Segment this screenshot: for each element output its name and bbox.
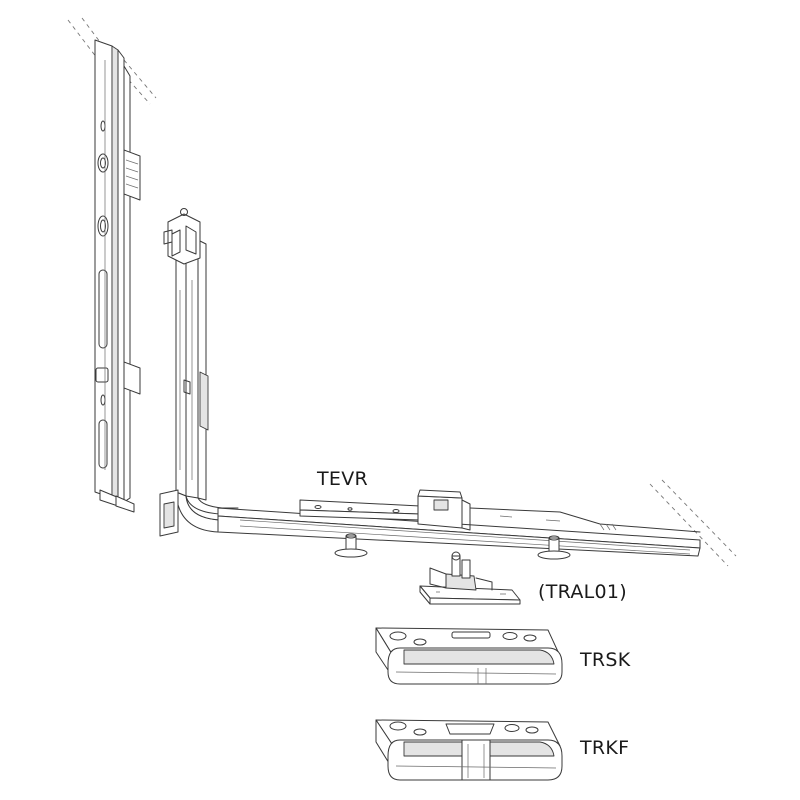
label-trsk: TRSK (579, 649, 631, 671)
corner-drive (159, 208, 701, 560)
label-tevr: TEVR (316, 468, 368, 490)
tral01-part (419, 551, 521, 605)
trkf-part (375, 719, 563, 781)
label-tral01: (TRAL01) (538, 581, 627, 603)
label-trkf: TRKF (579, 737, 629, 759)
trsk-part (375, 627, 563, 685)
vertical-lock-bar (94, 39, 141, 513)
break-marks (67, 17, 737, 567)
